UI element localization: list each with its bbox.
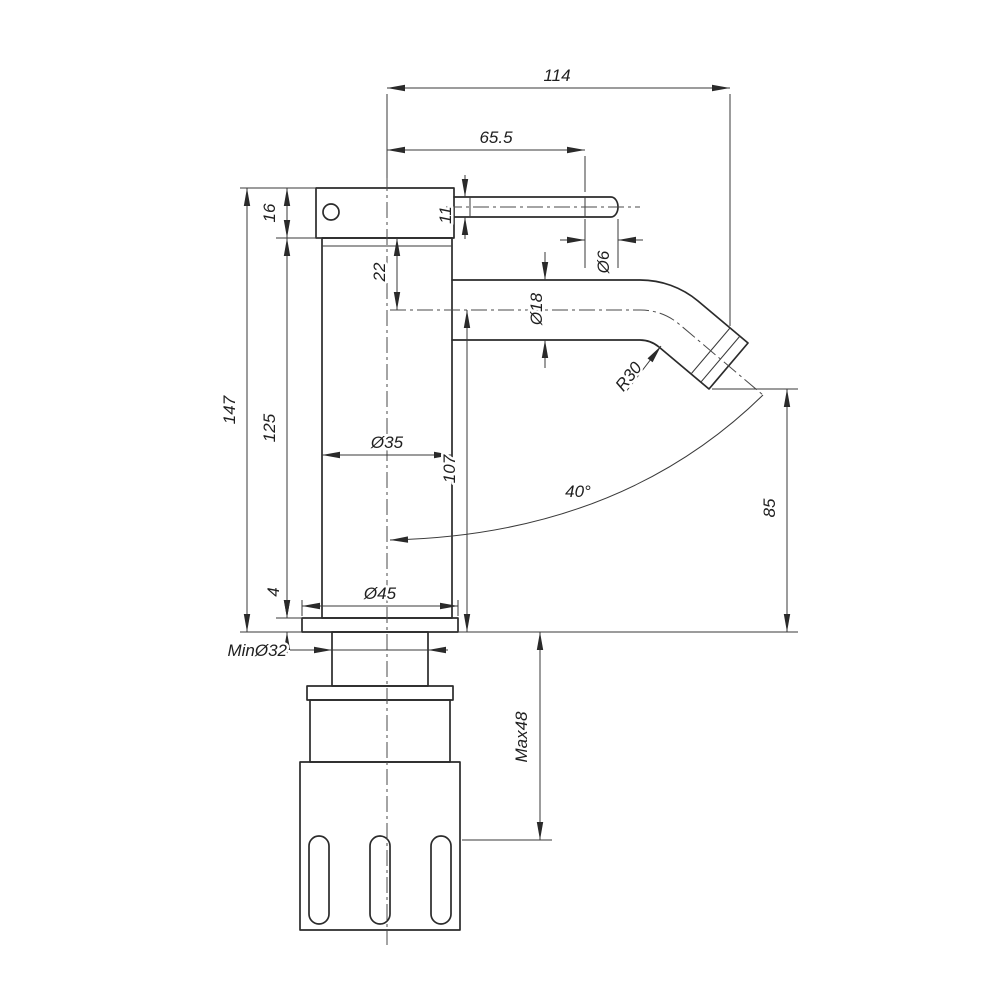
dimension-22: 22: [368, 238, 401, 310]
dim-label-11: 11: [436, 206, 455, 224]
dimension-65-5: 65.5: [387, 126, 586, 192]
spacer-body: [309, 699, 451, 763]
dimension-147: 147: [218, 188, 302, 633]
dimension-min-dia32: MinØ32: [225, 639, 448, 663]
spout-outline: [451, 279, 749, 390]
nut-slot-middle: [369, 835, 391, 925]
dimensions: 114 65.5 16 147 125: [218, 64, 798, 841]
dimension-dia35: Ø35: [322, 431, 452, 459]
dim-label-114: 114: [543, 66, 570, 85]
dimension-4: 4: [262, 585, 291, 654]
dim-label-16: 16: [260, 203, 279, 222]
dim-label-angle40: 40°: [565, 482, 591, 501]
dim-label-min-dia32: MinØ32: [227, 641, 287, 660]
dimension-dia45: Ø45: [301, 582, 459, 616]
spout-axis-centerline: [390, 309, 764, 396]
dimension-107: 107: [438, 310, 798, 633]
dim-label-dia6: Ø6: [594, 250, 613, 274]
dim-label-max48: Max48: [512, 711, 531, 763]
centerlines: [386, 175, 764, 945]
cap-outline: [315, 187, 455, 239]
dimension-85: 85: [712, 388, 798, 632]
dimension-114: 114: [386, 64, 731, 326]
dim-label-r30: R30: [612, 358, 647, 395]
nut-slot-left: [308, 835, 330, 925]
mounting-nut: [299, 761, 461, 931]
dim-label-4: 4: [264, 587, 283, 596]
dim-label-dia35: Ø35: [370, 433, 404, 452]
dimension-125: 125: [258, 238, 302, 619]
dim-label-125: 125: [260, 413, 279, 442]
base-flange: [301, 617, 459, 633]
faucet-outline: [299, 187, 749, 931]
dimension-11: 11: [434, 175, 469, 239]
mounting-shank: [331, 631, 429, 687]
washer-flange: [306, 685, 454, 701]
nut-slot-right: [430, 835, 452, 925]
dim-label-147: 147: [220, 395, 239, 424]
dim-label-107: 107: [440, 454, 459, 483]
dimension-r30: R30: [609, 345, 662, 397]
cap-set-screw: [322, 203, 340, 221]
dimension-max48: Max48: [462, 632, 552, 841]
dim-label-22: 22: [370, 262, 389, 282]
dim-label-85: 85: [760, 498, 779, 517]
dim-label-65-5: 65.5: [479, 128, 513, 147]
dimension-dia18: Ø18: [525, 252, 549, 368]
dim-label-dia45: Ø45: [363, 584, 397, 603]
dimension-dia6: Ø6: [560, 219, 643, 277]
dim-label-dia18: Ø18: [527, 292, 546, 326]
dimension-16: 16: [240, 187, 322, 239]
dimension-angle40: 40°: [389, 394, 764, 543]
